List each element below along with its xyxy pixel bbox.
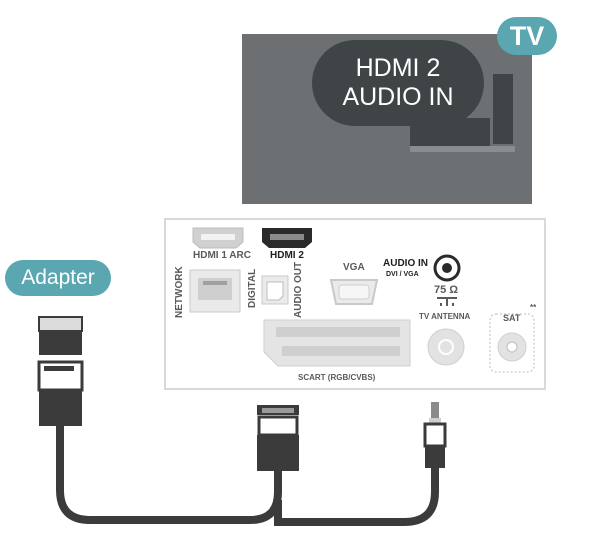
callout-line2: AUDIO IN: [342, 83, 454, 111]
label-hdmi1-arc: HDMI 1 ARC: [193, 250, 251, 261]
label-vga: VGA: [343, 262, 365, 273]
label-scart: SCART (RGB/CVBS): [298, 373, 376, 382]
tv-stand-post: [493, 74, 513, 144]
network-port: [189, 269, 241, 313]
cable-adapter-to-audio: [274, 468, 439, 526]
callout-line1: HDMI 2: [355, 54, 441, 82]
label-75-ohm: 75 Ω: [434, 284, 459, 296]
label-audio-in-sub: DVI / VGA: [386, 271, 419, 278]
label-audio-in: AUDIO IN: [383, 258, 428, 269]
hdmi-cable-plug: [257, 405, 299, 471]
label-sat: SAT: [503, 313, 521, 323]
adapter-device: [37, 316, 84, 426]
tv-badge: TV: [497, 17, 557, 55]
adapter-badge: Adapter: [5, 260, 111, 296]
audio-in-jack: [433, 254, 461, 282]
antenna-symbol: [437, 297, 457, 306]
label-sat-mark: **: [530, 303, 537, 312]
label-audio-out: AUDIO OUT: [293, 261, 304, 318]
label-hdmi2: HDMI 2: [270, 250, 304, 261]
label-digital: DIGITAL: [247, 268, 258, 308]
tv-antenna-port: [427, 328, 465, 366]
cable-adapter-to-hdmi: [56, 426, 282, 524]
label-network: NETWORK: [174, 266, 185, 318]
scart-port: [263, 319, 411, 367]
digital-audio-out-port: [261, 275, 289, 305]
sat-port: [489, 313, 535, 373]
vga-port: [329, 279, 379, 305]
hdmi2-port: [262, 228, 312, 248]
tv-stand-foot: [410, 146, 515, 152]
audio-cable-plug: [423, 402, 447, 468]
hdmi2-audio-in-callout: HDMI 2 AUDIO IN: [312, 40, 484, 126]
label-tv-antenna: TV ANTENNA: [419, 312, 471, 321]
hdmi1-arc-port: [192, 227, 244, 249]
